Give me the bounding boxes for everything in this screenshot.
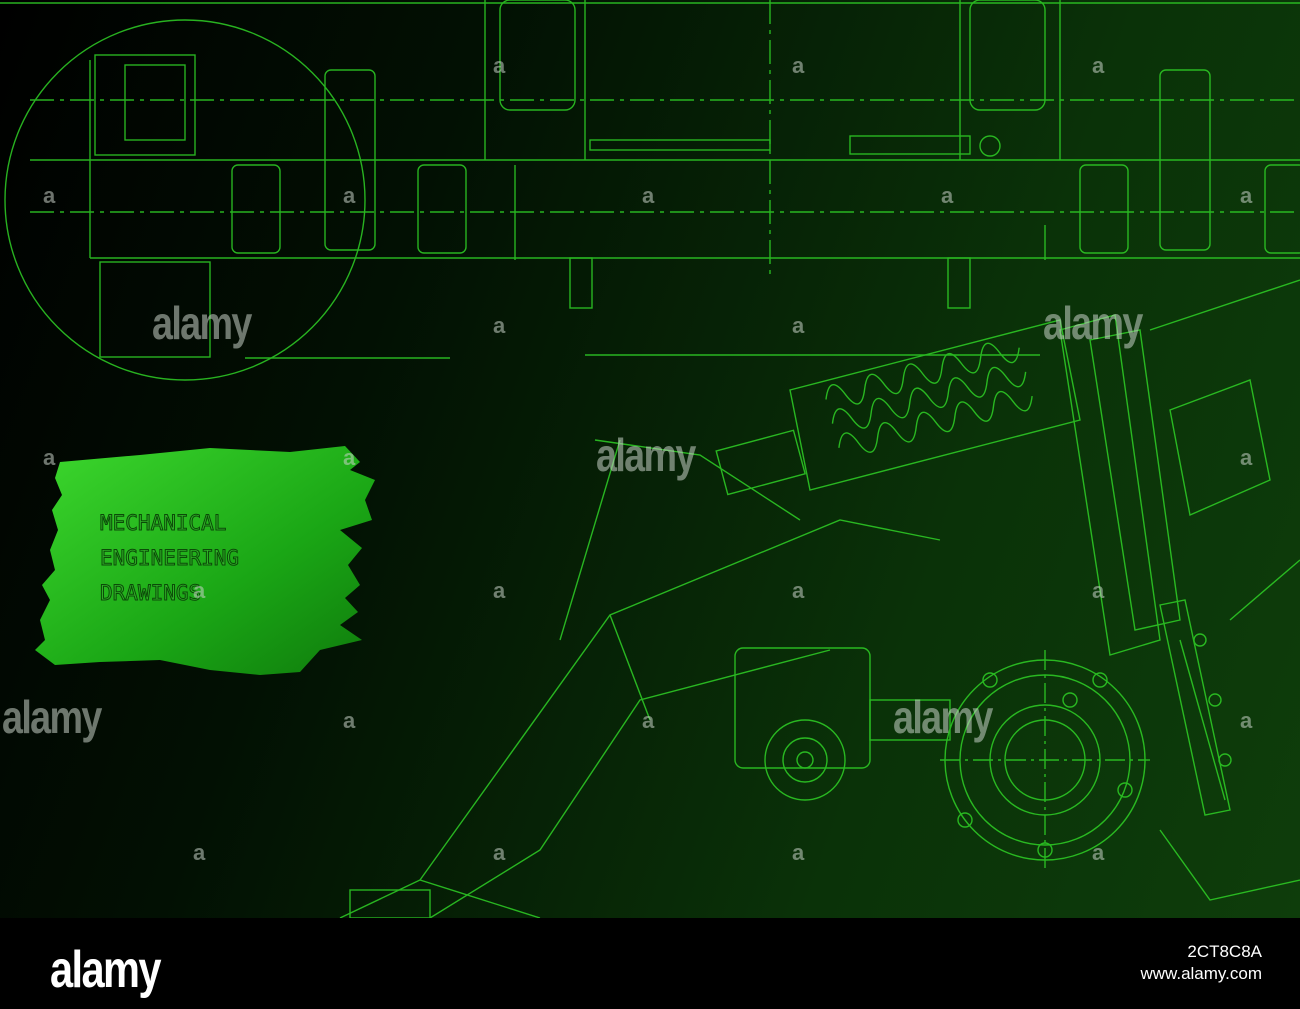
watermark-a: a: [792, 313, 805, 338]
watermark-alamy: alamy: [152, 297, 252, 349]
watermark-alamy: alamy: [596, 429, 696, 481]
blueprint-lines: [0, 0, 1300, 918]
watermark-alamy: alamy: [893, 691, 993, 743]
watermark-a: a: [493, 53, 506, 78]
watermark-a: a: [792, 53, 805, 78]
title-line-2: ENGINEERING: [99, 546, 240, 571]
watermark-a: a: [193, 840, 206, 865]
watermark-a: a: [43, 183, 56, 208]
title-line-1: MECHANICAL: [99, 511, 227, 536]
watermark-a: a: [941, 183, 954, 208]
paint-stroke-background: [35, 446, 375, 675]
watermark-a: a: [792, 840, 805, 865]
drawing-title: MECHANICAL ENGINEERING DRAWINGS: [99, 506, 240, 611]
footer-logo: alamy: [50, 941, 162, 999]
site-link[interactable]: www.alamy.com: [1140, 964, 1262, 983]
title-line-3: DRAWINGS: [99, 581, 202, 606]
watermark-a: a: [642, 708, 655, 733]
footer-bar: alamy 2CT8C8A www.alamy.com: [0, 918, 1300, 1009]
engineering-drawing-artwork: MECHANICAL ENGINEERING DRAWINGS alamy al…: [0, 0, 1300, 918]
watermark-a: a: [43, 445, 56, 470]
watermark-a: a: [1092, 840, 1105, 865]
watermark-a: a: [193, 578, 206, 603]
watermark-a: a: [1240, 445, 1253, 470]
image-id: 2CT8C8A: [1187, 942, 1262, 961]
watermark-a: a: [343, 445, 356, 470]
watermark-alamy: alamy: [1043, 297, 1143, 349]
watermark-a: a: [1240, 708, 1253, 733]
watermark-a: a: [1092, 578, 1105, 603]
watermark-a: a: [493, 840, 506, 865]
watermark-a: a: [343, 183, 356, 208]
watermark-a: a: [1092, 53, 1105, 78]
watermark-alamy: alamy: [2, 691, 102, 743]
watermark-a: a: [792, 578, 805, 603]
watermark-a: a: [1240, 183, 1253, 208]
watermark-a: a: [493, 578, 506, 603]
watermark-a: a: [642, 183, 655, 208]
watermark-a: a: [343, 708, 356, 733]
footer-image-info: 2CT8C8A www.alamy.com: [1140, 941, 1262, 985]
watermark-a: a: [493, 313, 506, 338]
